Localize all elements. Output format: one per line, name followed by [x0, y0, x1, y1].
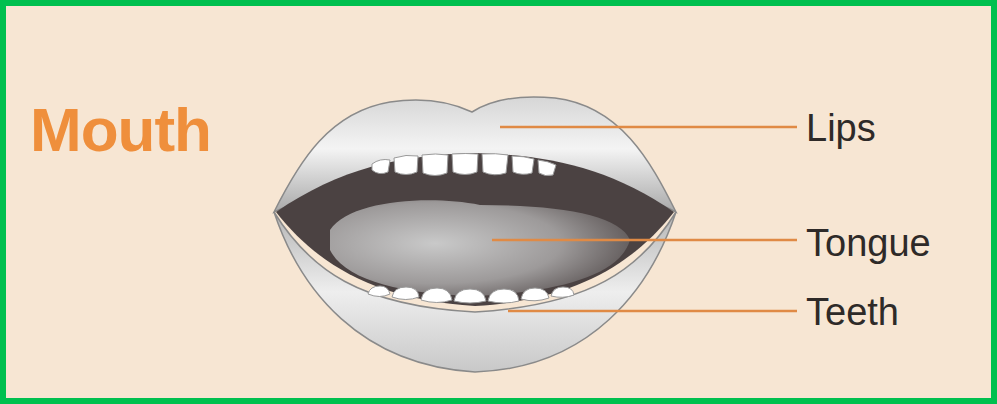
part-label: Tongue	[806, 224, 931, 262]
diagram-title: Mouth	[30, 99, 211, 161]
part-label: Lips	[806, 109, 876, 147]
part-label: Teeth	[806, 293, 899, 331]
leader-lines	[492, 127, 797, 311]
